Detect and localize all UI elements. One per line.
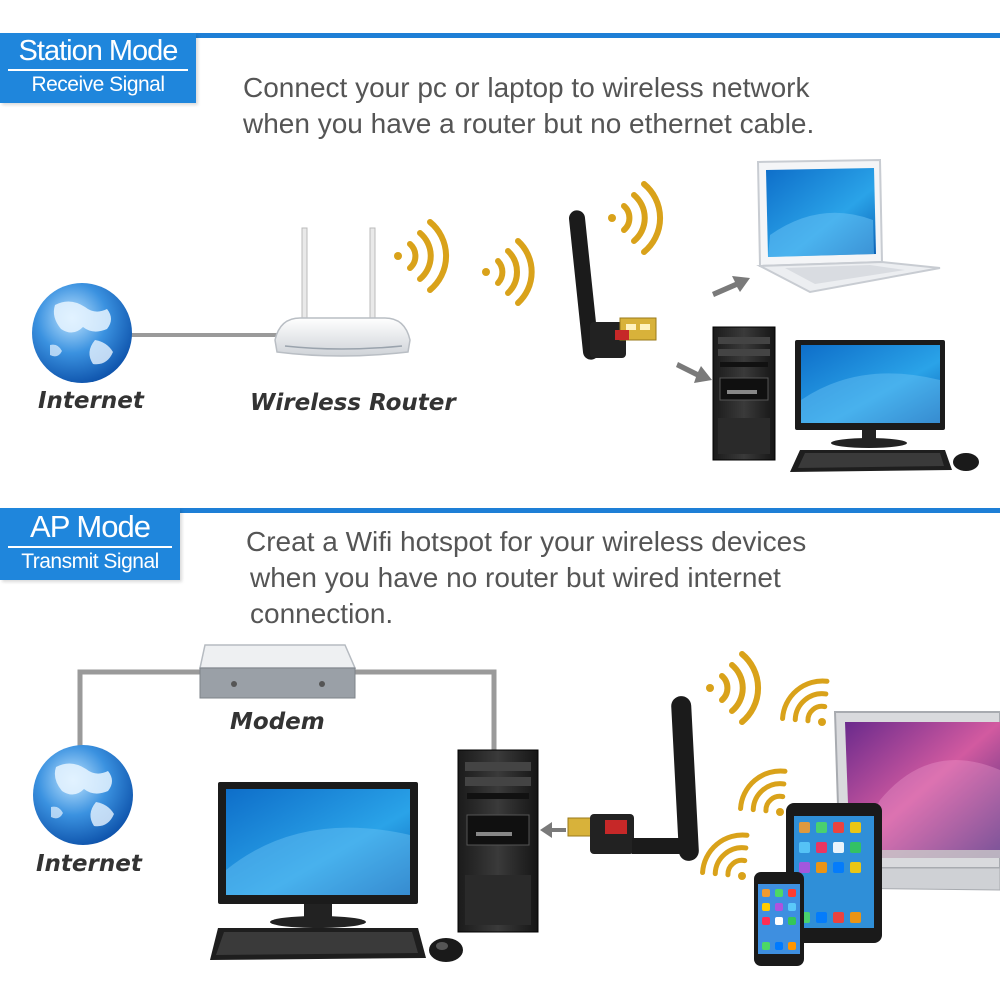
ap-description-line3: connection. bbox=[250, 598, 394, 629]
ap-internet-label: Internet bbox=[36, 851, 142, 877]
station-wifi-signal-3 bbox=[608, 181, 663, 255]
station-description-line2: when you have a router but no ethernet c… bbox=[243, 108, 815, 139]
ap-divider bbox=[0, 508, 1000, 513]
ap-description-line2: when you have no router but wired intern… bbox=[250, 562, 781, 593]
ap-cables bbox=[77, 669, 497, 752]
station-description: Connect your pc or laptop to wireless ne… bbox=[243, 70, 814, 142]
station-desktop-tower-icon bbox=[712, 326, 776, 461]
station-usb-adapter-icon bbox=[568, 210, 657, 360]
station-wifi-signal-2 bbox=[482, 238, 535, 306]
ap-mode-tag: AP Mode Transmit Signal bbox=[0, 508, 180, 580]
station-keyboard-icon bbox=[790, 450, 952, 472]
ap-mouse-icon bbox=[429, 938, 463, 962]
ap-wifi-signal-phone bbox=[700, 832, 750, 880]
ap-keyboard-icon bbox=[210, 928, 426, 960]
ap-tablet-icon bbox=[786, 803, 882, 943]
station-divider bbox=[0, 33, 1000, 38]
ap-wifi-signal-1 bbox=[706, 651, 761, 725]
ap-arrow-to-tower bbox=[540, 822, 566, 838]
ap-modem-label: Modem bbox=[230, 709, 325, 735]
ap-desktop-tower-icon bbox=[457, 749, 539, 933]
ap-monitor-icon bbox=[218, 782, 418, 928]
station-mode-subtitle: Receive Signal bbox=[31, 73, 165, 96]
station-wifi-signal-1 bbox=[394, 219, 449, 293]
ap-phone-icon bbox=[754, 872, 804, 966]
ap-mode-subtitle: Transmit Signal bbox=[21, 550, 159, 573]
ap-wifi-signal-tablet bbox=[738, 768, 788, 816]
station-arrow-to-desktop bbox=[676, 362, 712, 383]
station-monitor-icon bbox=[795, 340, 945, 448]
station-mouse-icon bbox=[953, 453, 979, 471]
station-mode-title: Station Mode bbox=[8, 33, 188, 71]
station-internet-label: Internet bbox=[38, 388, 144, 414]
station-router-label: Wireless Router bbox=[250, 390, 456, 416]
ap-mode-title: AP Mode bbox=[8, 508, 172, 548]
station-description-line1: Connect your pc or laptop to wireless ne… bbox=[243, 72, 810, 103]
modem-icon bbox=[199, 644, 357, 699]
station-globe-icon bbox=[32, 283, 132, 383]
ap-usb-adapter-icon bbox=[567, 696, 699, 861]
station-arrow-to-laptop bbox=[712, 276, 750, 297]
station-mode-tag: Station Mode Receive Signal bbox=[0, 33, 196, 103]
wireless-router-icon bbox=[274, 227, 411, 357]
ap-description: Creat a Wifi hotspot for your wireless d… bbox=[246, 524, 806, 632]
ap-globe-icon bbox=[33, 745, 133, 845]
station-laptop-icon bbox=[756, 158, 941, 294]
ap-description-line1: Creat a Wifi hotspot for your wireless d… bbox=[246, 526, 807, 557]
ap-wifi-signal-laptop bbox=[780, 678, 830, 726]
